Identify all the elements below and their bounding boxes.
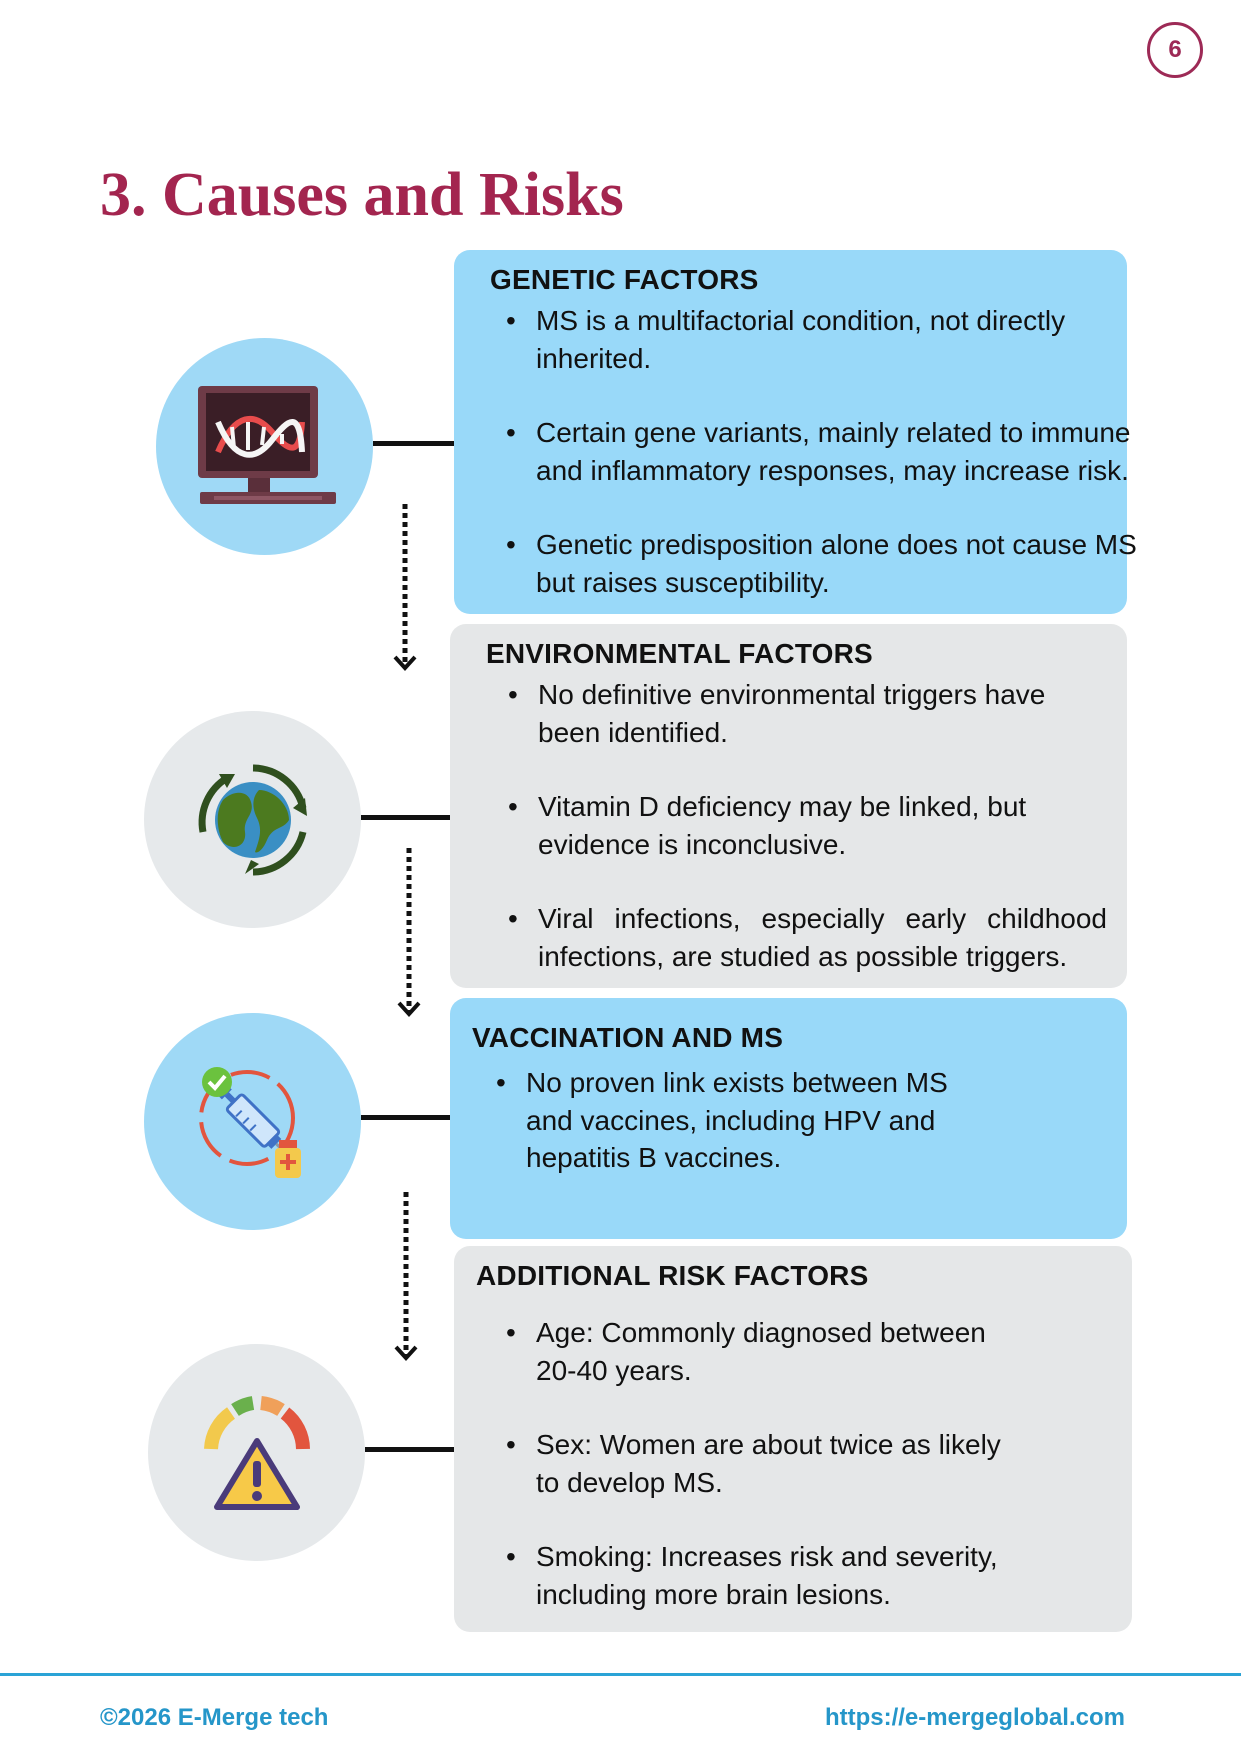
page-number-badge: 6 bbox=[1147, 22, 1203, 78]
additional-risk-list: Age: Commonly diagnosed between 20-40 ye… bbox=[490, 1314, 1112, 1613]
environmental-factors-list: No definitive environmental triggers hav… bbox=[492, 676, 1107, 975]
footer-divider bbox=[0, 1673, 1241, 1676]
globe-recycle-icon bbox=[198, 764, 307, 875]
list-item: Vitamin D deficiency may be linked, but … bbox=[492, 788, 1107, 863]
down-arrow-3 bbox=[394, 1192, 418, 1361]
genetic-connector-line bbox=[373, 441, 455, 446]
list-item: Viral infections, especially early child… bbox=[492, 900, 1107, 975]
list-item: Genetic predisposition alone does not ca… bbox=[490, 526, 1151, 601]
genetic-factors-card: GENETIC FACTORS MS is a multifactorial c… bbox=[454, 250, 1137, 614]
environmental-connector-line bbox=[361, 815, 451, 820]
list-item: No definitive environmental triggers hav… bbox=[492, 676, 1107, 751]
vaccination-heading: VACCINATION AND MS bbox=[472, 1022, 784, 1053]
genetic-factors-list: MS is a multifactorial condition, not di… bbox=[490, 302, 1137, 601]
additional-risk-card: ADDITIONAL RISK FACTORS Age: Commonly di… bbox=[454, 1246, 1132, 1632]
additional-risk-connector-line bbox=[365, 1447, 455, 1452]
footer-copyright: ©2026 E-Merge tech bbox=[100, 1704, 329, 1731]
genetic-factors-heading: GENETIC FACTORS bbox=[490, 264, 759, 295]
vaccination-icon-circle bbox=[144, 1013, 361, 1230]
page-title: 3. Causes and Risks bbox=[100, 161, 624, 229]
environmental-factors-card: ENVIRONMENTAL FACTORS No definitive envi… bbox=[450, 624, 1127, 988]
list-item: No proven link exists between MS and vac… bbox=[480, 1064, 1107, 1177]
genetic-icon-circle bbox=[156, 338, 373, 555]
vaccination-list: No proven link exists between MS and vac… bbox=[480, 1064, 1107, 1177]
down-arrow-1 bbox=[393, 504, 417, 671]
footer-url-link[interactable]: https://e-mergeglobal.com bbox=[824, 1704, 1125, 1731]
vaccine-syringe-icon bbox=[198, 1066, 301, 1178]
additional-risk-heading: ADDITIONAL RISK FACTORS bbox=[476, 1260, 869, 1291]
vaccination-card: VACCINATION AND MS No proven link exists… bbox=[450, 998, 1127, 1239]
dna-computer-icon bbox=[197, 385, 336, 504]
environmental-icon-circle bbox=[144, 711, 361, 928]
list-item: Smoking: Increases risk and severity, in… bbox=[490, 1538, 1112, 1613]
list-item: Sex: Women are about twice as likely to … bbox=[490, 1426, 1112, 1501]
vaccination-connector-line bbox=[361, 1115, 451, 1120]
environmental-factors-heading: ENVIRONMENTAL FACTORS bbox=[486, 638, 873, 669]
list-item: Certain gene variants, mainly related to… bbox=[490, 414, 1151, 489]
list-item: MS is a multifactorial condition, not di… bbox=[490, 302, 1107, 377]
additional-risk-icon-circle bbox=[148, 1344, 365, 1561]
page-number: 6 bbox=[1168, 36, 1182, 63]
list-item: Age: Commonly diagnosed between 20-40 ye… bbox=[490, 1314, 1112, 1389]
down-arrow-2 bbox=[397, 848, 421, 1017]
risk-gauge-warning-icon bbox=[203, 1395, 310, 1510]
